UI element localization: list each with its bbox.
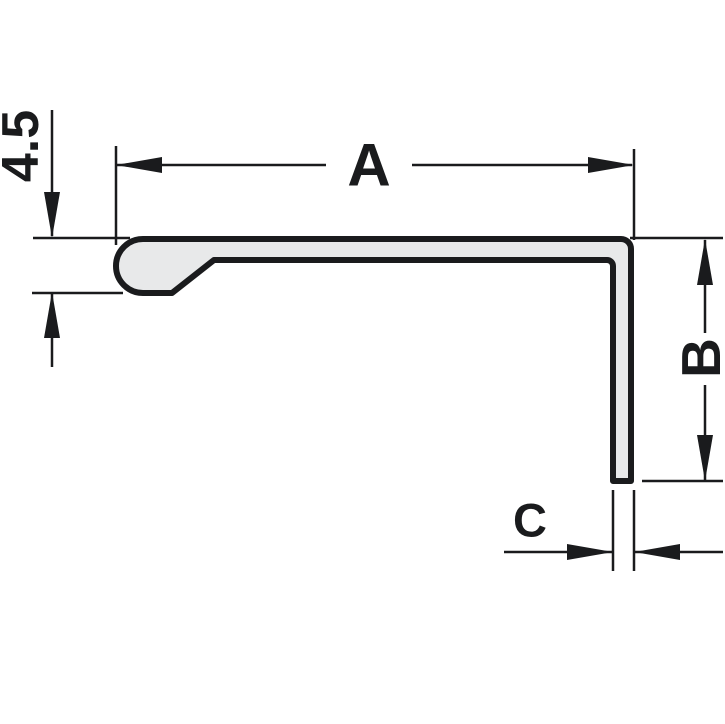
dim-a-arrowhead-right (588, 157, 634, 173)
dim-b-label: B (670, 338, 725, 378)
dim-c-label: C (513, 494, 547, 547)
dim-c-arrowhead-left (634, 544, 680, 560)
dim-45-arrowhead-down (44, 192, 60, 238)
dimension-a: A (114, 132, 636, 245)
dim-c-arrowhead-right (567, 544, 613, 560)
profile-cross-section (113, 236, 634, 484)
dim-a-label: A (347, 132, 390, 199)
dim-b-arrowhead-up (697, 239, 713, 285)
dimension-4-5: 4.5 (0, 110, 130, 367)
dim-b-arrowhead-down (697, 435, 713, 481)
dim-a-arrowhead-left (116, 157, 162, 173)
dim-45-label: 4.5 (0, 110, 50, 182)
dimension-b: B (630, 236, 725, 483)
dimension-c: C (504, 490, 723, 571)
dim-45-arrowhead-up (44, 292, 60, 338)
